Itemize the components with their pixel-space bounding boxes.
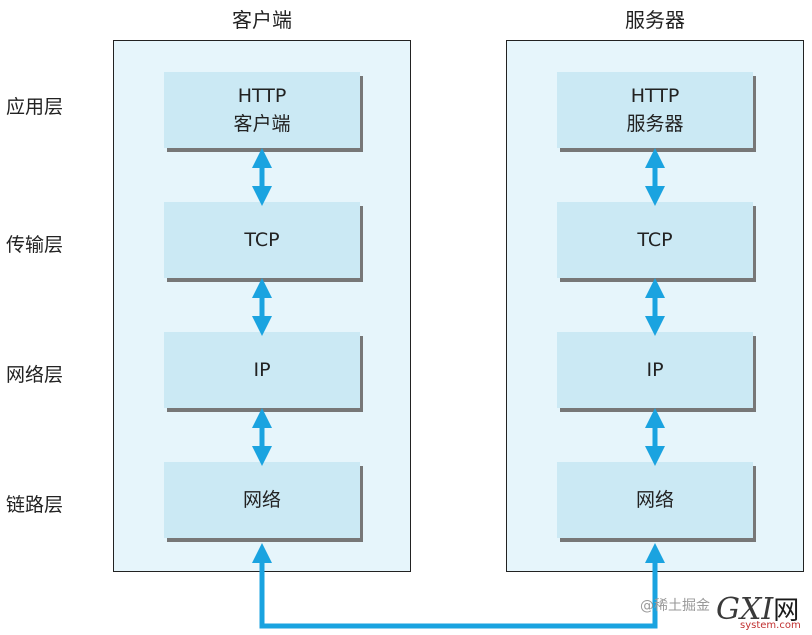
- layer-label-transport: 传输层: [6, 234, 64, 256]
- server-network-box: 网络: [557, 462, 753, 538]
- logo-site: system.com: [740, 620, 801, 631]
- server-network-label: 网络: [635, 489, 674, 511]
- watermark: @稀土掘金: [640, 598, 710, 614]
- server-ip-box: IP: [557, 332, 753, 408]
- gxi-logo: GXI网: [716, 590, 799, 627]
- server-http-line2: 服务器: [626, 113, 684, 135]
- link-wire: [252, 543, 665, 629]
- server-http-line1: HTTP: [630, 85, 680, 107]
- client-ip-label: IP: [253, 359, 271, 381]
- client-http-line1: HTTP: [237, 85, 287, 107]
- client-http-box: HTTP 客户端: [164, 72, 360, 148]
- layer-label-link: 链路层: [6, 494, 64, 516]
- client-http-line2: 客户端: [233, 113, 291, 135]
- client-ip-box: IP: [164, 332, 360, 408]
- logo-cn: 网: [773, 596, 800, 626]
- layer-label-application: 应用层: [6, 96, 64, 118]
- client-network-label: 网络: [242, 489, 281, 511]
- server-http-box: HTTP 服务器: [557, 72, 753, 148]
- logo-text: GXI: [716, 592, 774, 627]
- server-tcp-label: TCP: [637, 229, 673, 251]
- client-column-title: 客户端: [232, 8, 292, 32]
- client-tcp-label: TCP: [244, 229, 280, 251]
- layer-label-network: 网络层: [6, 364, 64, 386]
- client-network-box: 网络: [164, 462, 360, 538]
- server-tcp-box: TCP: [557, 202, 753, 278]
- client-tcp-box: TCP: [164, 202, 360, 278]
- server-ip-label: IP: [646, 359, 664, 381]
- server-column-title: 服务器: [625, 8, 685, 32]
